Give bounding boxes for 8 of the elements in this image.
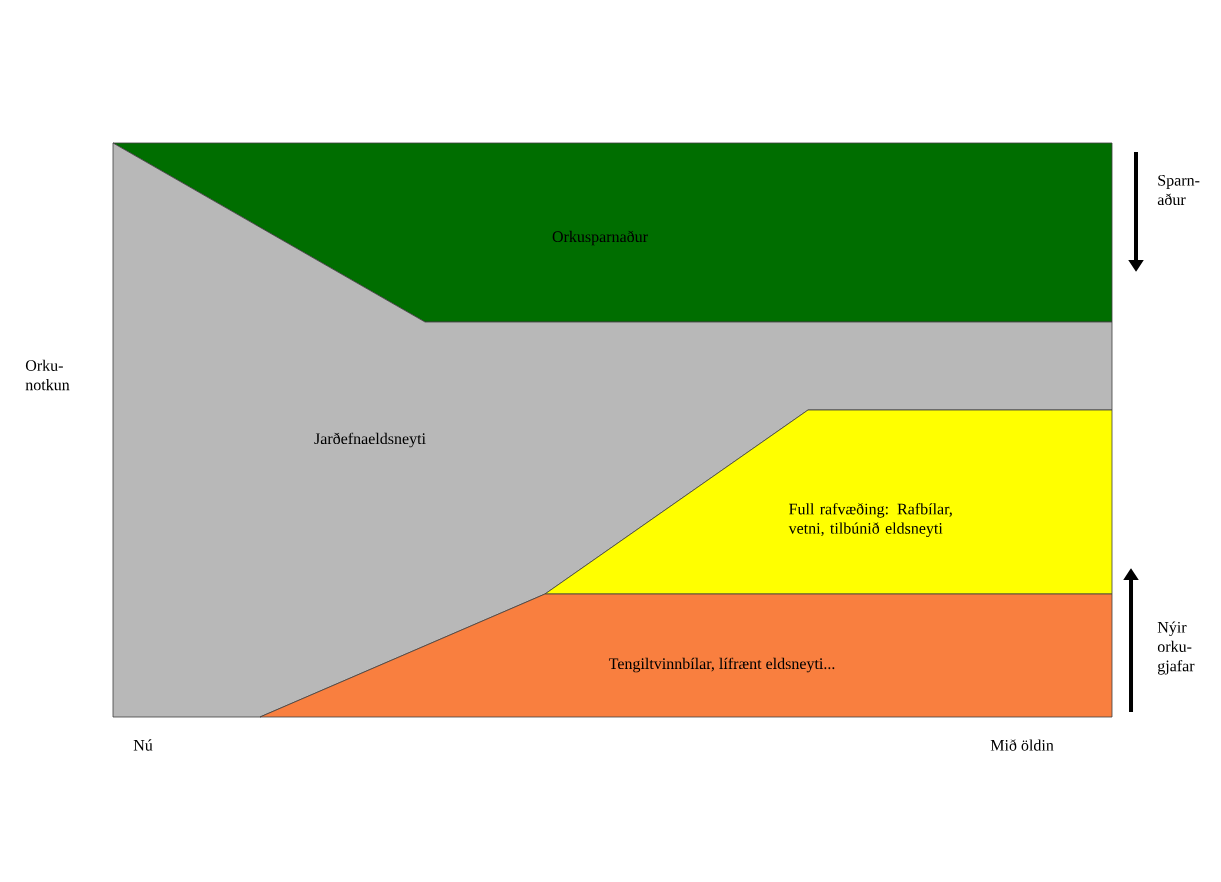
axis-label: Nú xyxy=(133,739,153,751)
axis-label: Orku- notkun xyxy=(25,359,70,391)
axis-label: Sparn- aður xyxy=(1157,174,1200,206)
axis-label: Nýir orku- gjafar xyxy=(1157,621,1195,675)
area-region: Full rafvæðing: Rafbílar, vetni, tilbúnið eldsneyti xyxy=(544,409,1113,595)
area-region: Tengiltvinnbílar, lífrænt eldsneyti... xyxy=(259,593,1113,718)
axis-label: Mið öldin xyxy=(990,739,1054,751)
area-region: Orkusparnaður xyxy=(112,142,1113,323)
